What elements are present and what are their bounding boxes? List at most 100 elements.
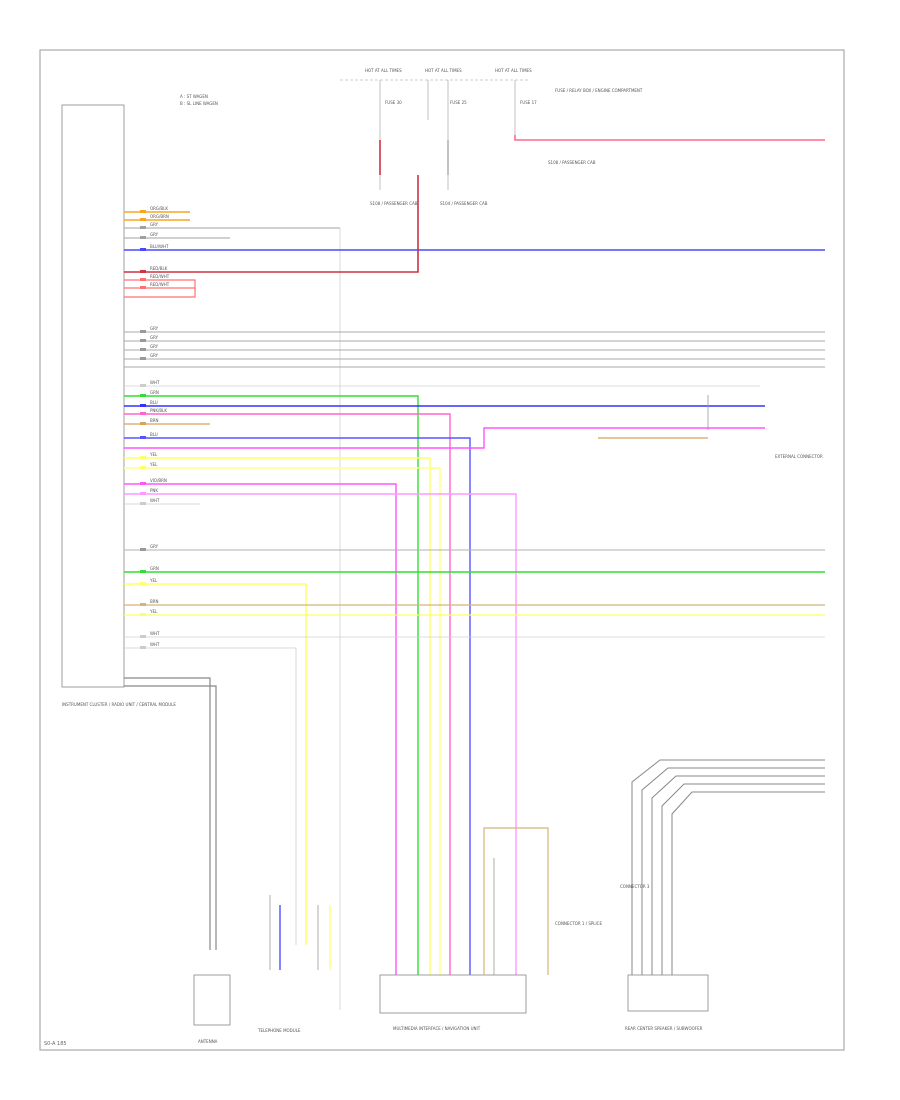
wire-yel-1: [124, 457, 431, 975]
wire-label: BRN: [150, 418, 159, 423]
wire-label: ORG/BRN: [150, 214, 169, 219]
wire-label: PNK: [150, 488, 158, 493]
wire-label: GRY: [150, 353, 159, 358]
wire-label: YEL: [149, 578, 158, 583]
wire-label: WHT: [150, 380, 160, 385]
wire-label: GRY: [150, 544, 159, 549]
wire-mm-loop: [483, 827, 549, 975]
fuse-3: FUSE 17: [520, 100, 537, 105]
wire-swatch: [140, 635, 146, 638]
wire-spk-5: [671, 791, 825, 975]
wire-spk-2: [641, 767, 825, 975]
wire-label: WHT: [150, 631, 160, 636]
wire-label: VIO/BRN: [150, 478, 167, 483]
wire-top-pink-red: [514, 135, 825, 141]
wire-swatch: [140, 348, 146, 351]
wire-swatch: [140, 384, 146, 387]
wire-label: BLU: [150, 432, 158, 437]
antenna-box: [193, 974, 231, 1026]
wire-swatch: [140, 582, 146, 585]
splice-1: S108 / PASSENGER CAB: [370, 201, 418, 206]
wire-label: GRY: [150, 335, 159, 340]
wire-swatch: [140, 603, 146, 606]
wire-label: WHT: [150, 498, 160, 503]
wire-swatch: [140, 339, 146, 342]
wire-spk-4: [661, 783, 825, 975]
multimedia-module-box: [379, 974, 527, 1014]
legend-b: B : SL LINE WAGEN: [180, 101, 218, 106]
wire-vio-brn: [124, 483, 397, 975]
wire-label: GRY: [150, 344, 159, 349]
top-right-note: FUSE / RELAY BOX / ENGINE COMPARTMENT: [555, 88, 643, 93]
wire-swatch: [140, 412, 146, 415]
wire-spk-3: [651, 775, 825, 975]
fuse-box-3-label: HOT AT ALL TIMES: [495, 68, 532, 73]
wire-label: GRY: [150, 232, 159, 237]
wire-wht-low-2: [124, 647, 297, 945]
fuse-1: FUSE 30: [385, 100, 402, 105]
center-splice-label: CONNECTOR 1 / SPLICE: [555, 921, 602, 926]
wire-swatch: [140, 548, 146, 551]
wire-swatch: [140, 394, 146, 397]
wire-label: BLU/WHT: [150, 244, 169, 249]
legend-a: A : ST WAGEN: [180, 94, 208, 99]
wire-label: PNK/BLK: [150, 408, 167, 413]
telephone-module-label: TELEPHONE MODULE: [257, 1028, 301, 1033]
wire-swatch: [140, 466, 146, 469]
diagram-border: [39, 49, 845, 1051]
splice-3: S108 / PASSENGER CAB: [548, 160, 596, 165]
wire-label: YEL: [149, 452, 158, 457]
wire-swatch: [140, 236, 146, 239]
wire-swatch: [140, 218, 146, 221]
wire-label: RED/WHT: [150, 282, 170, 287]
fuse-2: FUSE 25: [450, 100, 467, 105]
right-splice-label: CONNECTOR 3: [620, 884, 650, 889]
wire-swatch: [140, 570, 146, 573]
splice-2: S104 / PASSENGER CAB: [440, 201, 488, 206]
wire-swatch: [140, 492, 146, 495]
wire-label: YEL: [149, 609, 158, 614]
page-ref: S0-A 185: [44, 1041, 67, 1047]
wire-swatch: [140, 278, 146, 281]
rear-speaker-box: [627, 974, 709, 1012]
external-connector-label: EXTERNAL CONNECTOR: [775, 454, 823, 459]
wire-label: WHT: [150, 642, 160, 647]
wire-label: GRY: [150, 222, 159, 227]
main-module-label: INSTRUMENT CLUSTER / RADIO UNIT / CENTRA…: [62, 702, 176, 707]
wire-blu-2: [124, 437, 471, 975]
wire-label: GRN: [150, 566, 159, 571]
wire-label: BRN: [150, 599, 159, 604]
wire-spk-1: [631, 759, 825, 975]
wire-swatch: [140, 226, 146, 229]
wire-label: RED/BLK: [150, 266, 168, 271]
wire-swatch: [140, 330, 146, 333]
wire-swatch: [140, 286, 146, 289]
wire-label-group: ORG/BLK ORG/BRN GRY GRY BLU/WHT RED/BLK RED/WH…: [140, 206, 170, 649]
wire-swatch: [140, 404, 146, 407]
wire-grn-mid: [124, 395, 419, 975]
wire-pnk: [124, 493, 517, 975]
wire-label: BLU: [150, 400, 158, 405]
wire-label: ORG/BLK: [150, 206, 168, 211]
wire-label: GRN: [150, 390, 159, 395]
wire-swatch: [140, 357, 146, 360]
wire-label: GRY: [150, 326, 159, 331]
wire-red-blk: [124, 175, 419, 273]
wire-swatch: [140, 456, 146, 459]
wire-swatch: [140, 482, 146, 485]
wire-label: YEL: [149, 462, 158, 467]
wire-swatch: [140, 210, 146, 213]
wire-label: RED/WHT: [150, 274, 170, 279]
wire-yel-low: [124, 583, 307, 945]
wire-yel-2: [124, 467, 441, 975]
wire-swatch: [140, 248, 146, 251]
wire-swatch: [140, 270, 146, 273]
wire-swatch: [140, 436, 146, 439]
wire-swatch: [140, 646, 146, 649]
wire-pnk-blk: [124, 413, 451, 975]
antenna-label: ANTENNA: [198, 1039, 218, 1044]
wire-coax-1: [124, 677, 211, 950]
rear-center-speaker-label: REAR CENTER SPEAKER / SUBWOOFER: [625, 1026, 703, 1031]
fuse-box-1-label: HOT AT ALL TIMES: [365, 68, 402, 73]
